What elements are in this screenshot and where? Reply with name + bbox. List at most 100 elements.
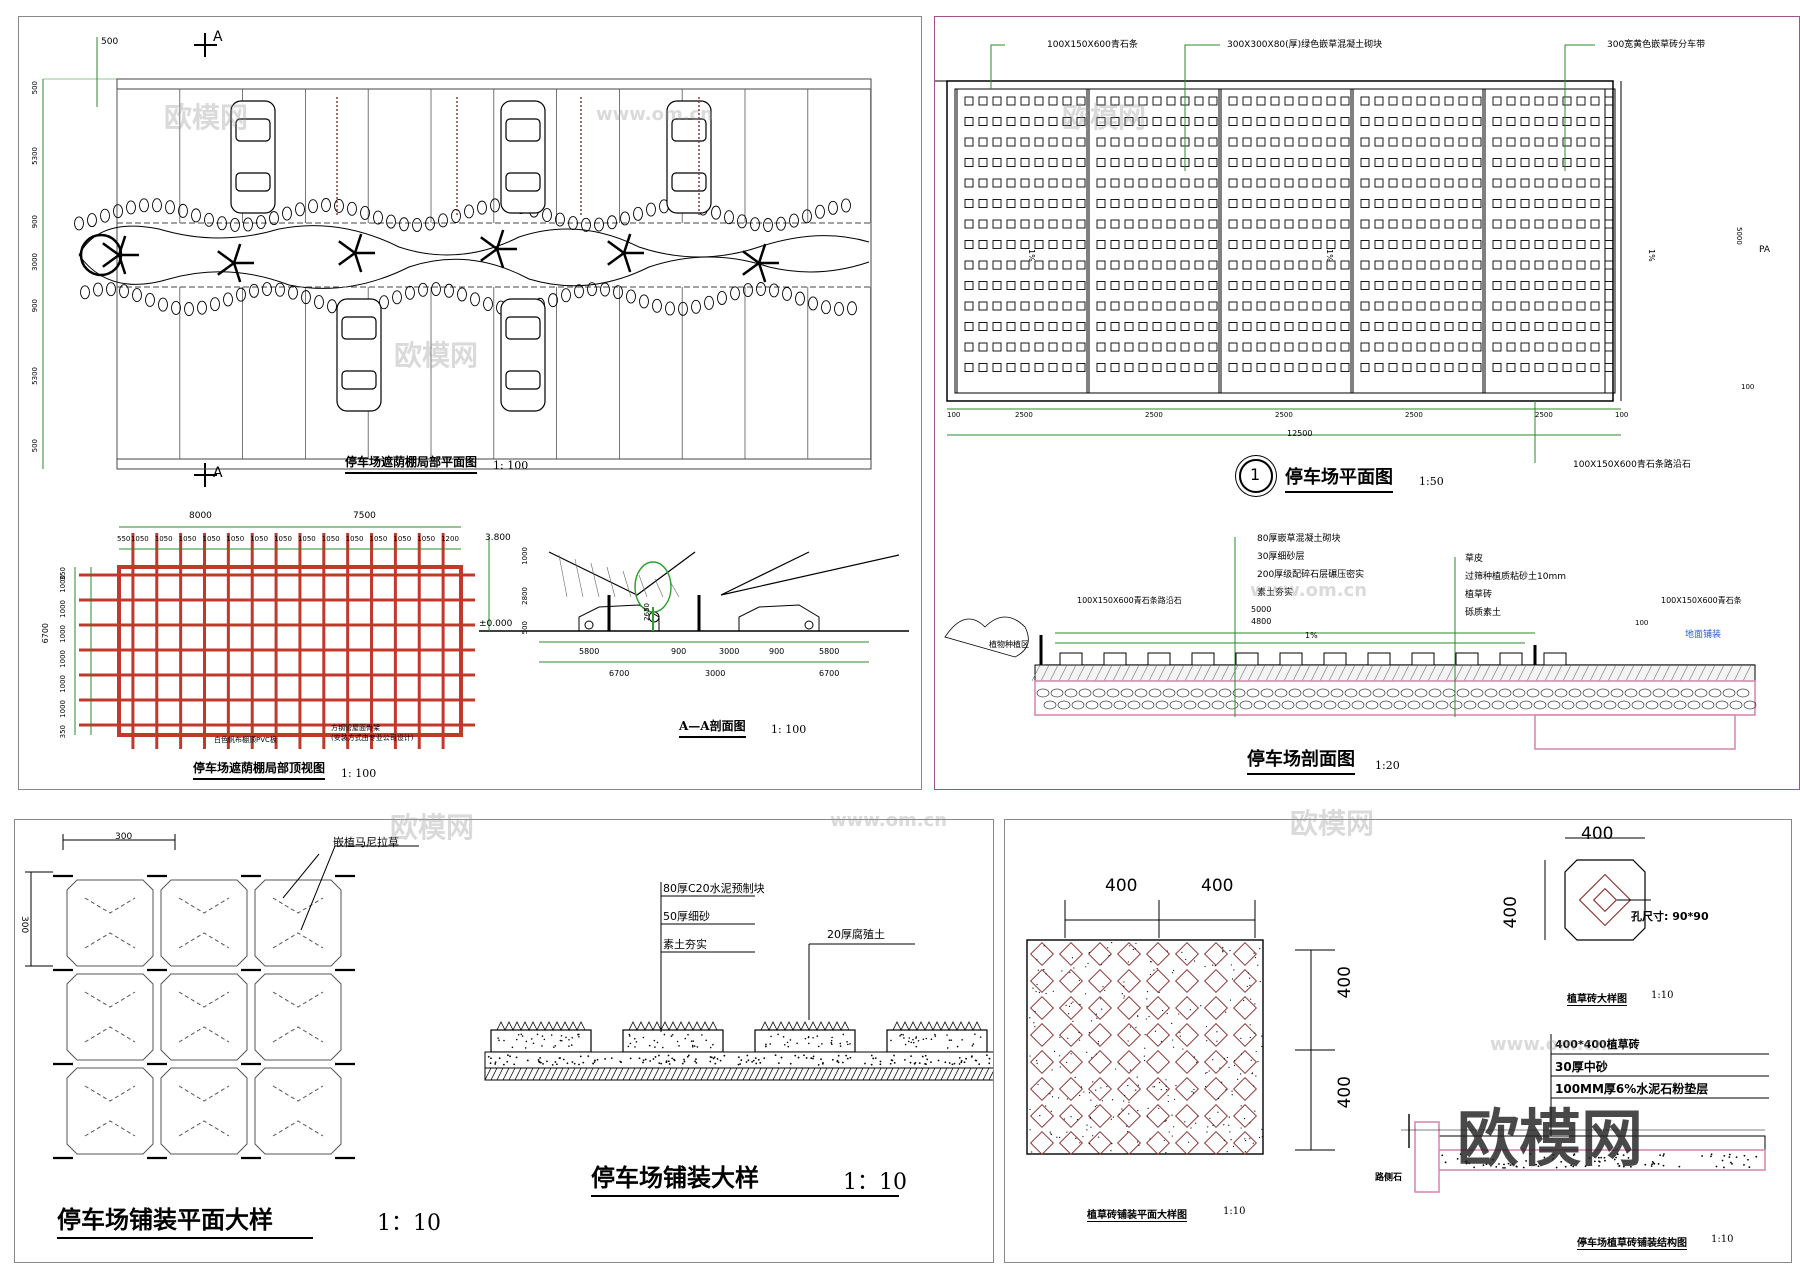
roof-total-dim: 8000: [189, 511, 212, 521]
sec-v-dim: 500: [521, 621, 529, 634]
section-mark-bottom: A: [213, 465, 223, 481]
dim-right-1: 400: [1335, 966, 1355, 998]
parking-plan-scale: 1:50: [1419, 475, 1444, 488]
brick-title: 植草砖大样图: [1567, 990, 1627, 1006]
canopy-plan-title: 停车场遮荫棚局部平面图: [345, 453, 477, 474]
plan-bottom-dim: 2500: [1535, 411, 1553, 419]
sec-h-dim2: 6700: [609, 669, 629, 678]
callout-curb: 100X150X600青石条路沿石: [1573, 457, 1691, 470]
sec-callout-right: 100X150X600青石条: [1661, 595, 1742, 606]
struct-title: 停车场植草砖铺装结构图: [1577, 1234, 1687, 1250]
watermark: 欧模网: [1062, 96, 1146, 136]
om-logo: 欧模网: [1457, 1088, 1643, 1178]
left-dim-label: 500: [31, 439, 39, 452]
roof-top-dim: 1050: [393, 535, 411, 543]
watermark: 欧模网: [164, 96, 248, 136]
parking-section-scale: 1:20: [1375, 759, 1400, 772]
plan-bottom-dim: 2500: [1015, 411, 1033, 419]
watermark: www.om.cn: [596, 104, 713, 125]
roof-top-dim: 1050: [131, 535, 149, 543]
section-layer-right: 过筛种植质粘砂土10mm: [1465, 569, 1566, 582]
roof-left-dim: 350: [59, 725, 67, 738]
roof-left-dim: 1000: [59, 700, 67, 718]
section-layer-right: 植草砖: [1465, 587, 1492, 600]
roof-left-dim: 1000: [59, 675, 67, 693]
layer-humus: 20厚腐殖土: [827, 926, 885, 942]
paving-plan-scale: 1：10: [377, 1205, 441, 1237]
left-dim-label: 5300: [31, 147, 39, 165]
callout-bluestone-strip: 100X150X600青石条: [1047, 37, 1138, 50]
section-aa-title: A—A剖面图: [679, 717, 746, 738]
roof-top-dim: 550: [117, 535, 130, 543]
panel-paving-detail: 300 300 嵌植马尼拉草 停车场铺装平面大样 1：10 80厚C20水泥预制…: [14, 819, 994, 1263]
sec-callout-left: 100X150X600青石条路沿石: [1077, 595, 1182, 606]
roof-top-dim: 1050: [417, 535, 435, 543]
grass-plan-title: 植草砖铺装平面大样图: [1087, 1206, 1187, 1222]
roof-top-dim: 1050: [274, 535, 292, 543]
roof-top-dim: 1050: [298, 535, 316, 543]
roof-top-dim: 1200: [441, 535, 459, 543]
dim-h-300: 300: [115, 832, 132, 842]
section-layer-right: 砾质素土: [1465, 605, 1501, 618]
sec-h-dim: 5800: [819, 647, 839, 656]
roof-view-title: 停车场遮荫棚局部顶视图: [193, 759, 325, 780]
roof-top-dim: 1050: [322, 535, 340, 543]
sec-dim-1: 5000: [1251, 605, 1271, 614]
struct-scale: 1:10: [1711, 1234, 1733, 1245]
brick-scale: 1:10: [1651, 990, 1673, 1001]
watermark: 欧模网: [390, 806, 474, 846]
panel-grass-brick-detail: 400 400 400 400 植草砖铺装平面大样图 1:10 400 400 …: [1004, 819, 1792, 1263]
left-dim-label: 900: [31, 299, 39, 312]
watermark: 欧模网: [394, 334, 478, 374]
sec-h-dim2: 6700: [819, 669, 839, 678]
dim-right-small: 100: [1741, 383, 1754, 391]
callout-green-block: 300X300X80(厚)绿色嵌草混凝土砌块: [1227, 37, 1382, 50]
section-layer-left: 80厚嵌草混凝土砌块: [1257, 531, 1340, 544]
sec-h-dim: 5800: [579, 647, 599, 656]
roof-top-dim: 1050: [370, 535, 388, 543]
roof-left-dim: 1000: [59, 575, 67, 593]
dim-top: 500: [101, 37, 118, 47]
callout-yellow-strip: 300宽黄色嵌草砖分车带: [1607, 37, 1705, 50]
curb-label: 路侧石: [1375, 1170, 1402, 1183]
roof-total-dim: 7500: [353, 511, 376, 521]
slope-1: 1%: [1027, 249, 1036, 262]
section-layer-right: 草皮: [1465, 551, 1483, 564]
roof-left-total: 6700: [41, 623, 50, 643]
layer-compacted-soil: 素土夯实: [663, 936, 707, 952]
watermark: www.om.cn: [1250, 580, 1367, 601]
dim-total: 12500: [1287, 429, 1312, 438]
sec-h-dim2: 3000: [705, 669, 725, 678]
parking-section-title: 停车场剖面图: [1247, 745, 1355, 775]
dim-right: 5000: [1735, 227, 1743, 245]
sec-dim-2: 4800: [1251, 617, 1271, 626]
canopy-plan-scale: 1: 100: [493, 459, 528, 472]
plan-bottom-dim: 2500: [1275, 411, 1293, 419]
plan-number: 1: [1250, 465, 1260, 484]
section-mark-top: A: [213, 29, 223, 45]
sec-h-dim: 900: [671, 647, 686, 656]
road-label: 地面铺装: [1685, 627, 1721, 640]
plan-bottom-dim: 2500: [1405, 411, 1423, 419]
sec-h-dim: 3000: [719, 647, 739, 656]
canopy-plan-drawing: [19, 17, 921, 789]
left-dim-label: 500: [31, 81, 39, 94]
roof-top-dim: 1050: [250, 535, 268, 543]
dim-right-2: 400: [1335, 1076, 1355, 1108]
paving-section-scale: 1：10: [843, 1164, 907, 1196]
dim-v-300: 300: [19, 916, 29, 933]
plan-bottom-dim: 100: [947, 411, 960, 419]
layer-precast-block: 80厚C20水泥预制块: [663, 880, 765, 896]
plan-bottom-dim: 2500: [1145, 411, 1163, 419]
roof-note-1: 白色帆布棚顶PVC板: [214, 735, 277, 745]
left-dim-label: 5300: [31, 367, 39, 385]
brick-dim-v: 400: [1501, 896, 1521, 928]
roof-view-scale: 1: 100: [341, 767, 376, 780]
roof-left-dim: 1000: [59, 600, 67, 618]
sec-v-dim: 1000: [521, 547, 529, 565]
sec-v-dim: 2800: [521, 587, 529, 605]
roof-left-dim: 1000: [59, 625, 67, 643]
slope-3: 1%: [1647, 249, 1656, 262]
dim-right-mark: PA: [1759, 245, 1770, 255]
struct-layer-2: 30厚中砂: [1555, 1058, 1608, 1075]
